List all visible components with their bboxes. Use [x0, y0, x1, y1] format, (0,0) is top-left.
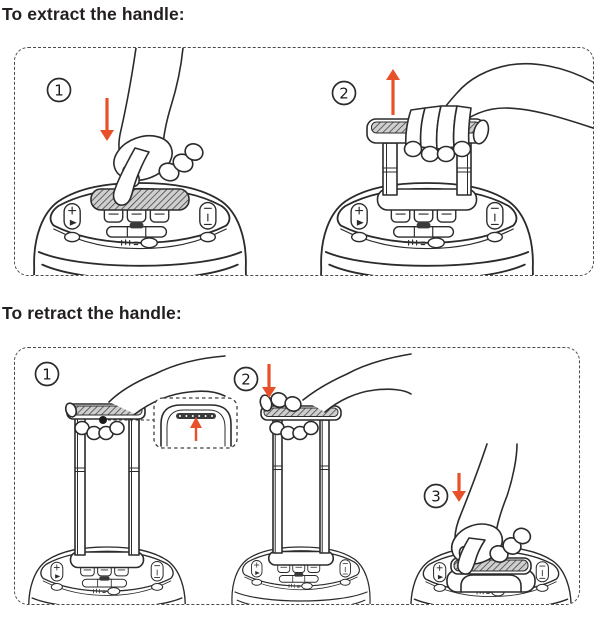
hand-illustration: [403, 62, 593, 163]
step-number: 1: [54, 82, 64, 100]
retract-illustration: 1: [27, 353, 573, 604]
step-number: 2: [339, 85, 349, 103]
step-number: 2: [241, 371, 251, 389]
extract-step1-scene: 1: [32, 48, 248, 275]
extract-illustration: 1: [32, 48, 593, 275]
step-badge: [423, 483, 449, 509]
step-number: 3: [431, 488, 441, 506]
retract-step3-scene: 3: [409, 443, 573, 604]
handle-grip-hatch: [90, 188, 190, 211]
handle-recess: [69, 551, 145, 569]
extract-step2-scene: 2: [319, 62, 593, 275]
push-down-arrow-head: [262, 387, 276, 398]
step-number: 1: [42, 366, 52, 384]
step-badge: [233, 366, 259, 392]
hand-illustration: [64, 355, 226, 441]
release-button-dot: [99, 416, 107, 424]
press-down-arrow-head: [100, 130, 114, 141]
retract-figure-box: 1: [14, 347, 580, 605]
handle-recess: [376, 188, 478, 211]
retract-step1-scene: 1: [27, 355, 238, 604]
release-button-strip: [176, 413, 216, 419]
retract-step2-scene: 2: [230, 353, 412, 604]
step-badge: [331, 80, 357, 106]
section-title-extract: To extract the handle:: [2, 4, 185, 24]
hand-illustration: [112, 48, 204, 206]
pull-up-arrow-head: [386, 69, 400, 80]
hand-illustration: [259, 353, 412, 441]
hand-illustration: [450, 443, 532, 575]
handle-opening-arch: [460, 574, 522, 593]
detail-inset: [153, 397, 238, 449]
handle-cap-hatch: [263, 407, 339, 417]
handle-recess: [267, 550, 335, 566]
step-badge: [46, 77, 72, 103]
step-badge: [34, 361, 60, 387]
section-title-retract: To retract the handle:: [2, 303, 182, 323]
inset-up-arrow-head: [190, 417, 202, 428]
press-down-arrow-head: [452, 491, 466, 502]
extract-figure-box: 1: [14, 47, 594, 276]
